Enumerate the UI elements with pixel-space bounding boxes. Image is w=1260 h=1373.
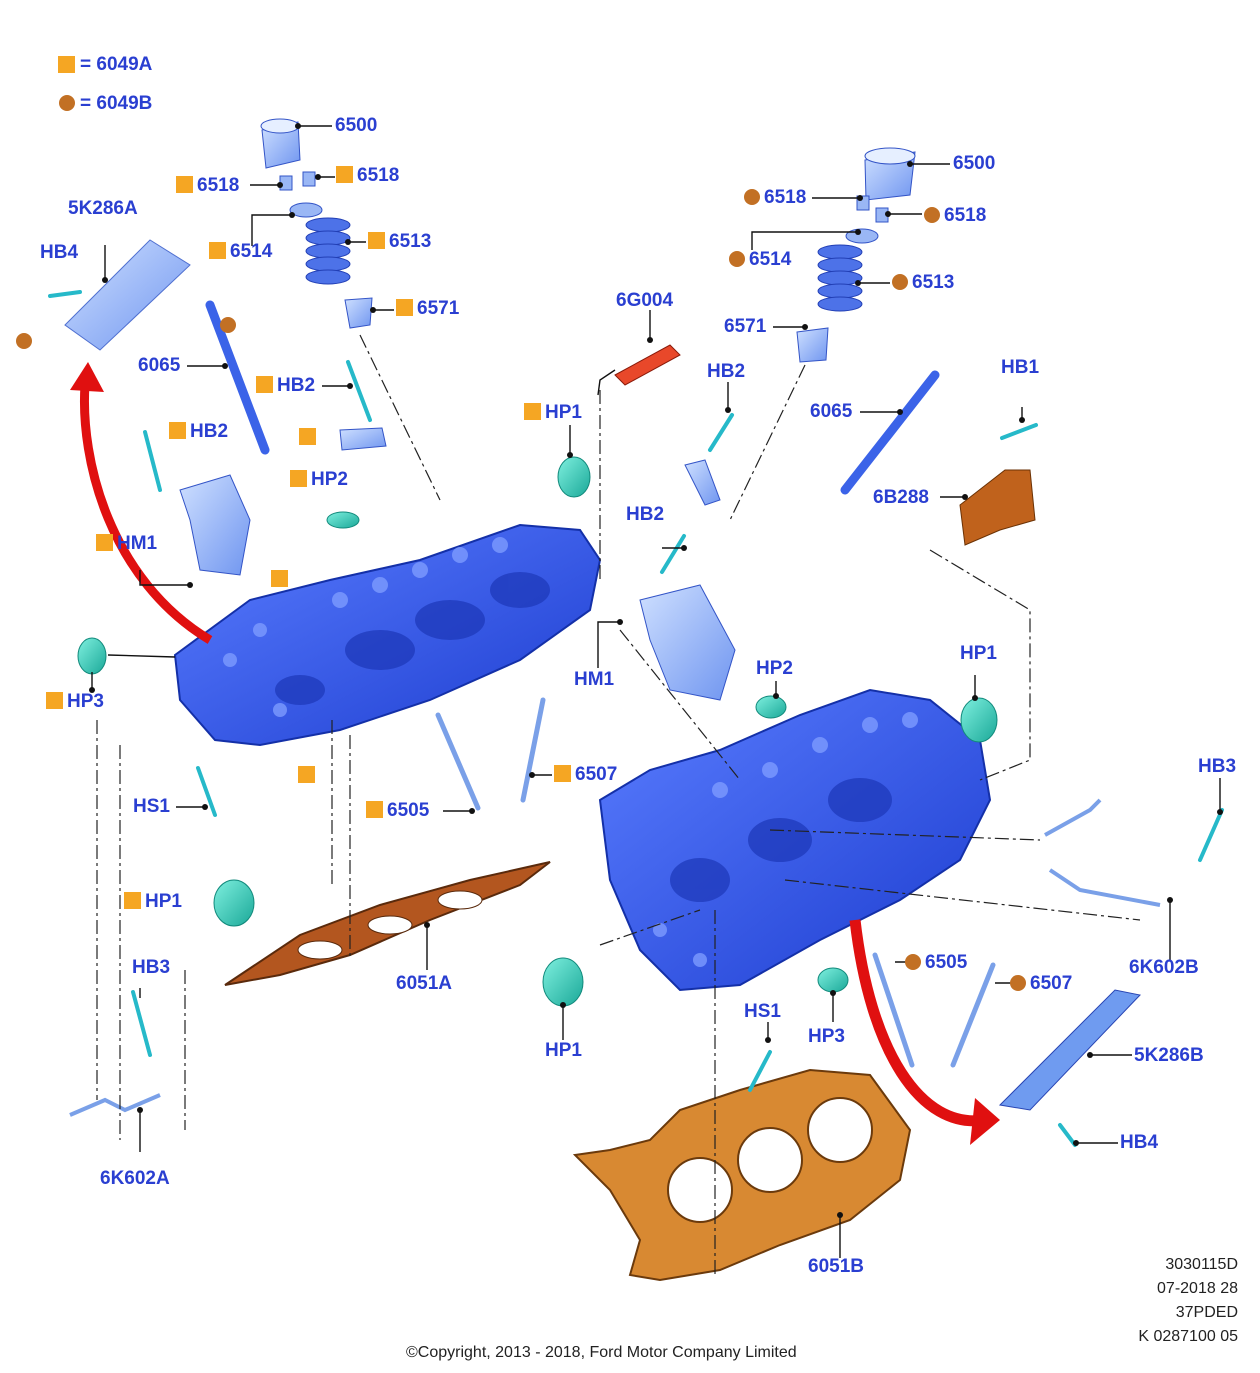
seal-5k286b bbox=[998, 989, 1141, 1111]
label-6505-right: 6505 bbox=[905, 953, 967, 973]
valve-train-right bbox=[796, 147, 916, 363]
leader-lines bbox=[91, 125, 1221, 1258]
legend-6049b: = 6049B bbox=[80, 93, 153, 114]
label-hb3-left: HB3 bbox=[132, 957, 171, 978]
marker-square bbox=[336, 166, 353, 183]
small-bolts bbox=[48, 290, 1224, 1147]
label-hm1-left: HM1 bbox=[96, 534, 157, 554]
harnesses bbox=[69, 798, 1161, 1117]
marker-square bbox=[176, 176, 193, 193]
label-hp3-left: HP3 bbox=[46, 692, 104, 712]
label-hb1: HB1 bbox=[1001, 357, 1040, 378]
label-6518-right-a: 6518 bbox=[744, 188, 806, 208]
valve-train-left bbox=[260, 118, 373, 329]
label-hb2-right-a: HB2 bbox=[707, 361, 746, 382]
sensor-6g004 bbox=[614, 344, 681, 386]
label-hp1-right: HP1 bbox=[960, 643, 997, 664]
label-6g004: 6G004 bbox=[616, 290, 674, 311]
label-6500-right: 6500 bbox=[953, 153, 996, 174]
marker-square bbox=[96, 534, 113, 551]
marker-square bbox=[256, 376, 273, 393]
label-hb4-left: HB4 bbox=[40, 242, 79, 263]
label-6513-left: 6513 bbox=[368, 232, 431, 252]
marker-circle bbox=[729, 251, 745, 267]
marker-square bbox=[209, 242, 226, 259]
label-hm1-right: HM1 bbox=[574, 669, 615, 690]
ref-code-3: 37PDED bbox=[1175, 1304, 1238, 1321]
label-6507-right: 6507 bbox=[1010, 974, 1072, 994]
label-6518-left-b: 6518 bbox=[336, 166, 399, 186]
label-hb4-right: HB4 bbox=[1120, 1132, 1159, 1153]
marker-square bbox=[524, 403, 541, 420]
bearing-caps bbox=[179, 427, 736, 701]
marker-circle bbox=[1010, 975, 1026, 991]
label-6051b: 6051B bbox=[808, 1256, 864, 1277]
label-hs1-right: HS1 bbox=[744, 1001, 781, 1022]
label-hp1-right-bottom: HP1 bbox=[545, 1040, 582, 1061]
marker-circle bbox=[744, 189, 760, 205]
label-6507-left: 6507 bbox=[554, 765, 617, 785]
assembly-centerlines bbox=[96, 334, 1141, 1275]
marker-circle bbox=[924, 207, 940, 223]
label-hb2-left-b: HB2 bbox=[256, 376, 315, 396]
marker-square bbox=[290, 470, 307, 487]
marker-square bbox=[368, 232, 385, 249]
legend-6049a: = 6049A bbox=[80, 54, 153, 75]
label-6571-left: 6571 bbox=[396, 299, 459, 319]
label-hp1-left-top: HP1 bbox=[524, 403, 582, 423]
seal-5k286a bbox=[64, 239, 191, 351]
red-arrows bbox=[70, 362, 1000, 1145]
marker-square bbox=[46, 692, 63, 709]
label-hp3-right: HP3 bbox=[808, 1026, 845, 1047]
marker-square bbox=[366, 801, 383, 818]
label-6505-left: 6505 bbox=[366, 801, 429, 821]
label-6513-right: 6513 bbox=[892, 273, 954, 293]
marker-circle bbox=[892, 274, 908, 290]
label-6514-left: 6514 bbox=[209, 242, 272, 262]
part-markers bbox=[16, 56, 316, 783]
head-gasket-6051b bbox=[572, 1068, 912, 1282]
marker-square bbox=[554, 765, 571, 782]
label-6k602b: 6K602B bbox=[1129, 957, 1199, 978]
valves bbox=[435, 697, 996, 1068]
sensor-6b288 bbox=[959, 469, 1036, 546]
label-hp2-left: HP2 bbox=[290, 470, 348, 490]
label-6514-right: 6514 bbox=[729, 250, 791, 270]
label-6051a: 6051A bbox=[396, 973, 452, 994]
cylinder-head-left bbox=[173, 523, 602, 747]
leader-dots bbox=[89, 123, 1223, 1218]
label-hb2-left-a: HB2 bbox=[169, 422, 228, 442]
label-6518-left-a: 6518 bbox=[176, 176, 239, 196]
ref-code-1: 3030115D bbox=[1165, 1256, 1238, 1273]
copyright: ©Copyright, 2013 - 2018, Ford Motor Comp… bbox=[406, 1344, 797, 1361]
label-5k286a: 5K286A bbox=[68, 198, 138, 219]
label-6518-right-b: 6518 bbox=[924, 206, 986, 226]
ref-code-2: 07-2018 28 bbox=[1157, 1280, 1238, 1297]
label-6500-left: 6500 bbox=[335, 115, 378, 136]
label-hs1-left: HS1 bbox=[133, 796, 170, 817]
cylinder-head-right bbox=[598, 688, 992, 992]
marker-square bbox=[396, 299, 413, 316]
head-gasket-6051a bbox=[224, 861, 551, 986]
head-bolts bbox=[205, 300, 940, 495]
label-hb2-right-b: HB2 bbox=[626, 504, 665, 525]
label-6571-right: 6571 bbox=[724, 316, 767, 337]
label-6k602a: 6K602A bbox=[100, 1168, 170, 1189]
ref-code-4: K 0287100 05 bbox=[1138, 1328, 1238, 1345]
marker-square bbox=[169, 422, 186, 439]
label-hb3-right: HB3 bbox=[1198, 756, 1237, 777]
plugs bbox=[77, 456, 998, 1007]
label-6b288: 6B288 bbox=[873, 487, 929, 508]
label-5k286b: 5K286B bbox=[1134, 1045, 1204, 1066]
label-6065-left: 6065 bbox=[138, 355, 181, 376]
label-hp2-right: HP2 bbox=[756, 658, 793, 679]
label-6065-right: 6065 bbox=[810, 401, 853, 422]
marker-circle bbox=[905, 954, 921, 970]
marker-square bbox=[124, 892, 141, 909]
label-hp1-left-bottom: HP1 bbox=[124, 892, 182, 912]
